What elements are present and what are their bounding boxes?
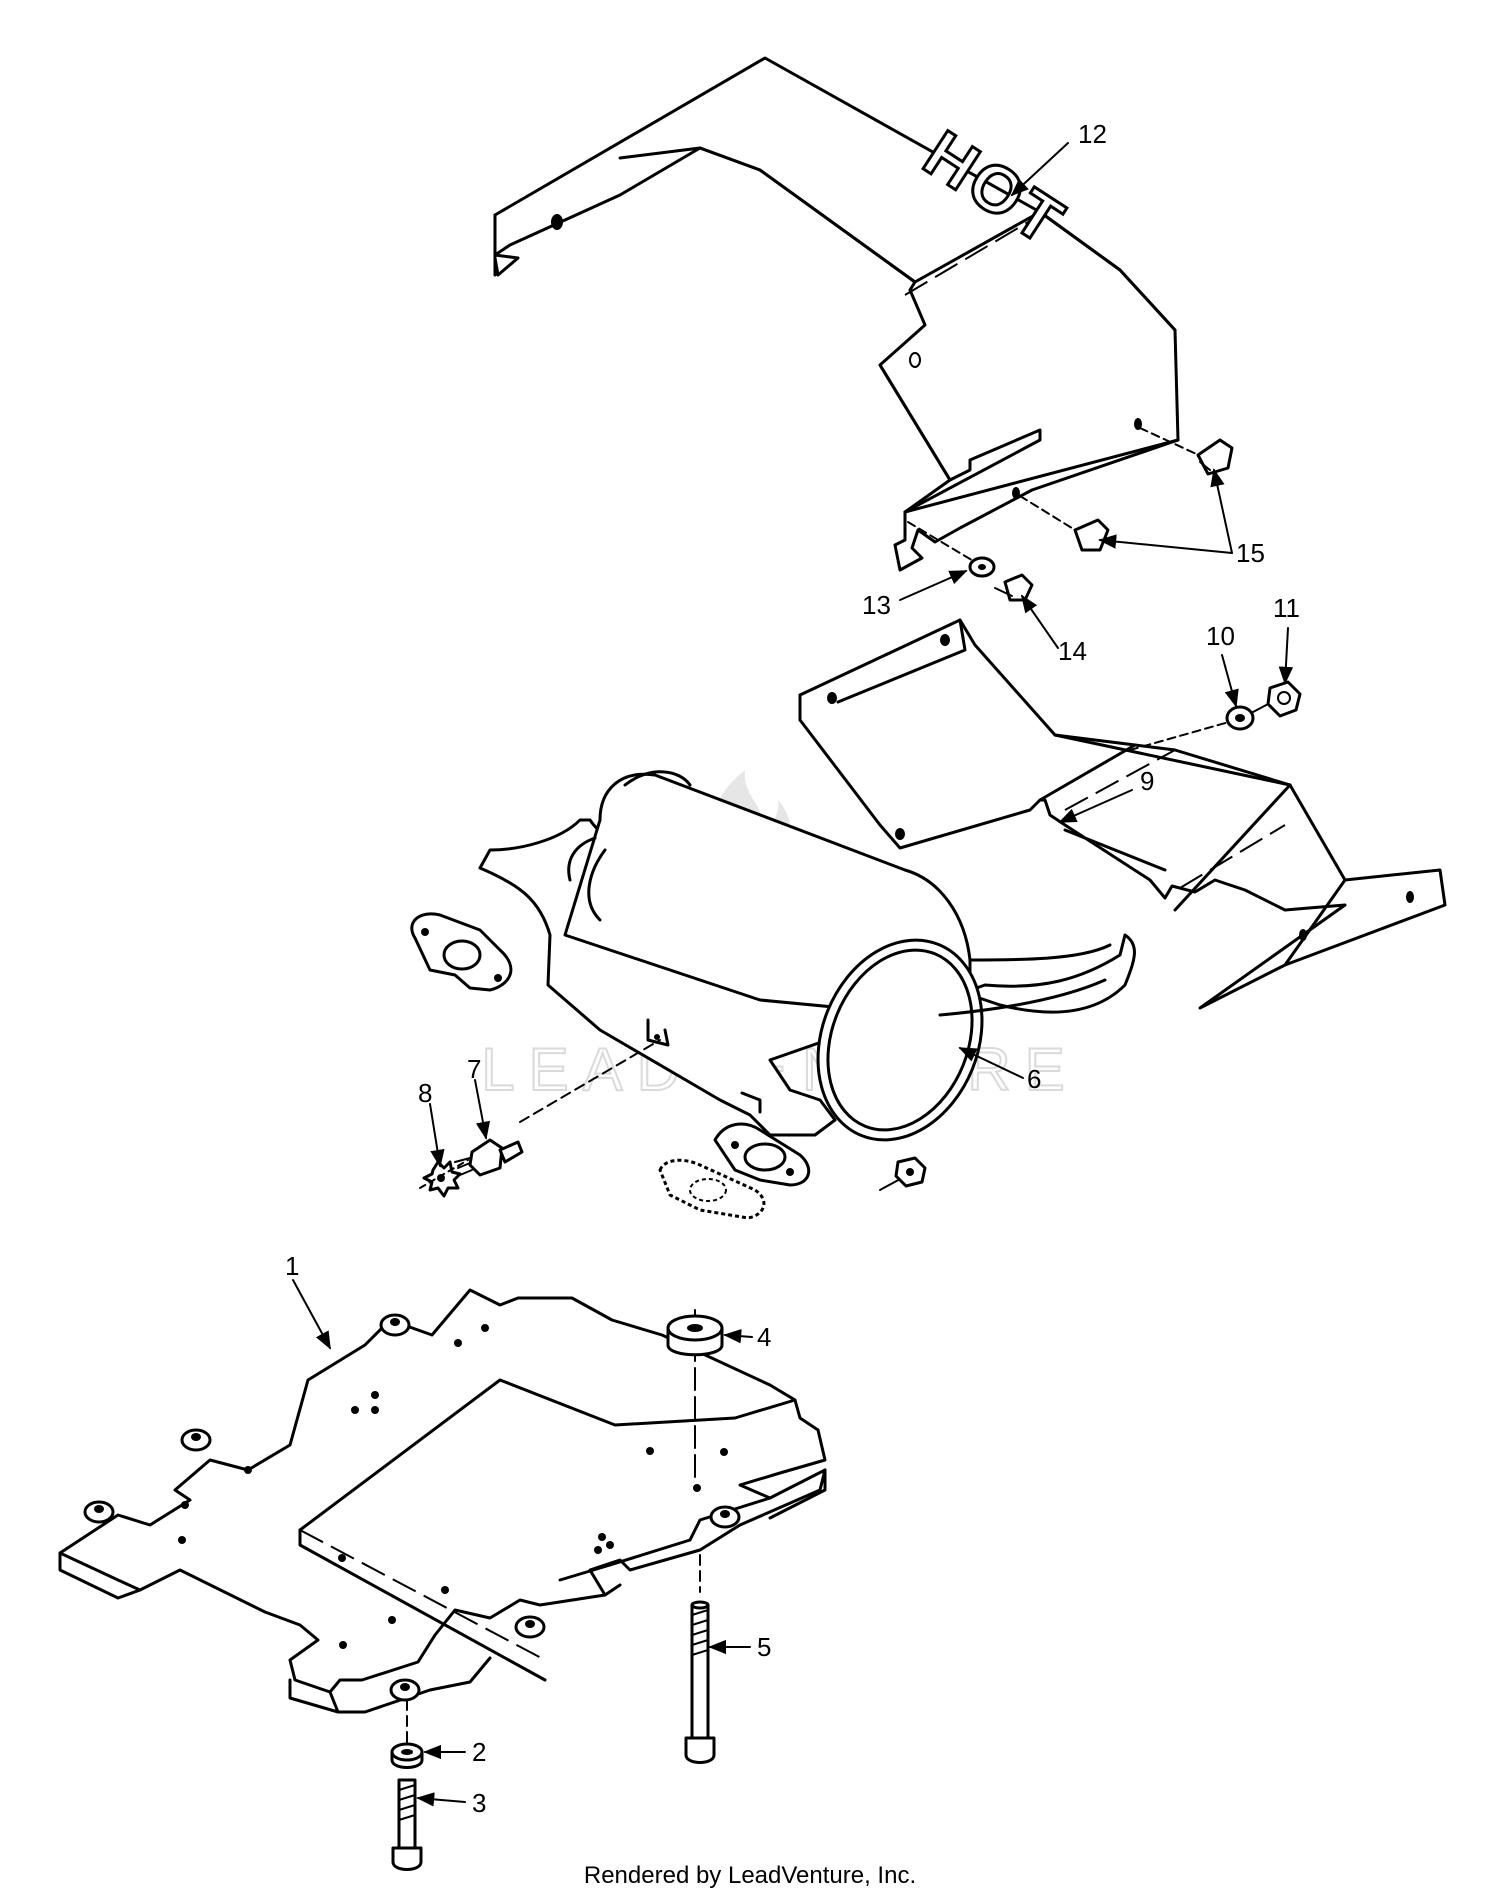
callout-15: 15 xyxy=(1236,538,1265,568)
callout-13: 13 xyxy=(862,590,891,620)
screw-part-15-upper xyxy=(1139,427,1234,476)
washer-part-2 xyxy=(390,1699,424,1769)
deflector-bracket-part-9 xyxy=(798,618,1447,1010)
callout-1: 1 xyxy=(285,1251,299,1281)
callout-4: 4 xyxy=(757,1322,771,1352)
callout-10: 10 xyxy=(1206,621,1235,651)
bolt-part-5 xyxy=(684,1554,716,1764)
callout-2: 2 xyxy=(472,1737,486,1767)
callout-6: 6 xyxy=(1027,1064,1041,1094)
callout-3: 3 xyxy=(472,1788,486,1818)
nut-right-flange xyxy=(879,1156,927,1191)
callout-labels: 12 15 13 14 10 11 9 6 7 8 1 4 5 2 3 xyxy=(285,119,1300,1818)
callout-14: 14 xyxy=(1058,636,1087,666)
callout-12: 12 xyxy=(1078,119,1107,149)
washer-part-10 xyxy=(1129,705,1255,751)
callout-8: 8 xyxy=(418,1078,432,1108)
nut-part-11 xyxy=(1252,680,1302,718)
render-credit: Rendered by LeadVenture, Inc. xyxy=(583,1862,917,1889)
muffler-part-6 xyxy=(410,770,1136,1220)
screw-part-15-lower xyxy=(1019,495,1110,552)
cage-nut xyxy=(83,1313,741,1702)
washer-part-13 xyxy=(907,521,996,578)
isolator-part-4 xyxy=(666,1309,724,1479)
base-plate-part-1 xyxy=(58,1288,827,1714)
heat-shield-part-12: HOT xyxy=(493,56,1180,572)
stud-part-7 xyxy=(454,1039,661,1177)
bolt-part-3 xyxy=(391,1778,423,1871)
callout-5: 5 xyxy=(757,1632,771,1662)
leader-lines xyxy=(292,142,1294,1807)
callout-7: 7 xyxy=(467,1054,481,1084)
callout-9: 9 xyxy=(1140,766,1154,796)
callout-11: 11 xyxy=(1273,593,1300,623)
lock-washer-part-8 xyxy=(419,1159,469,1198)
screw-part-14 xyxy=(994,573,1034,602)
